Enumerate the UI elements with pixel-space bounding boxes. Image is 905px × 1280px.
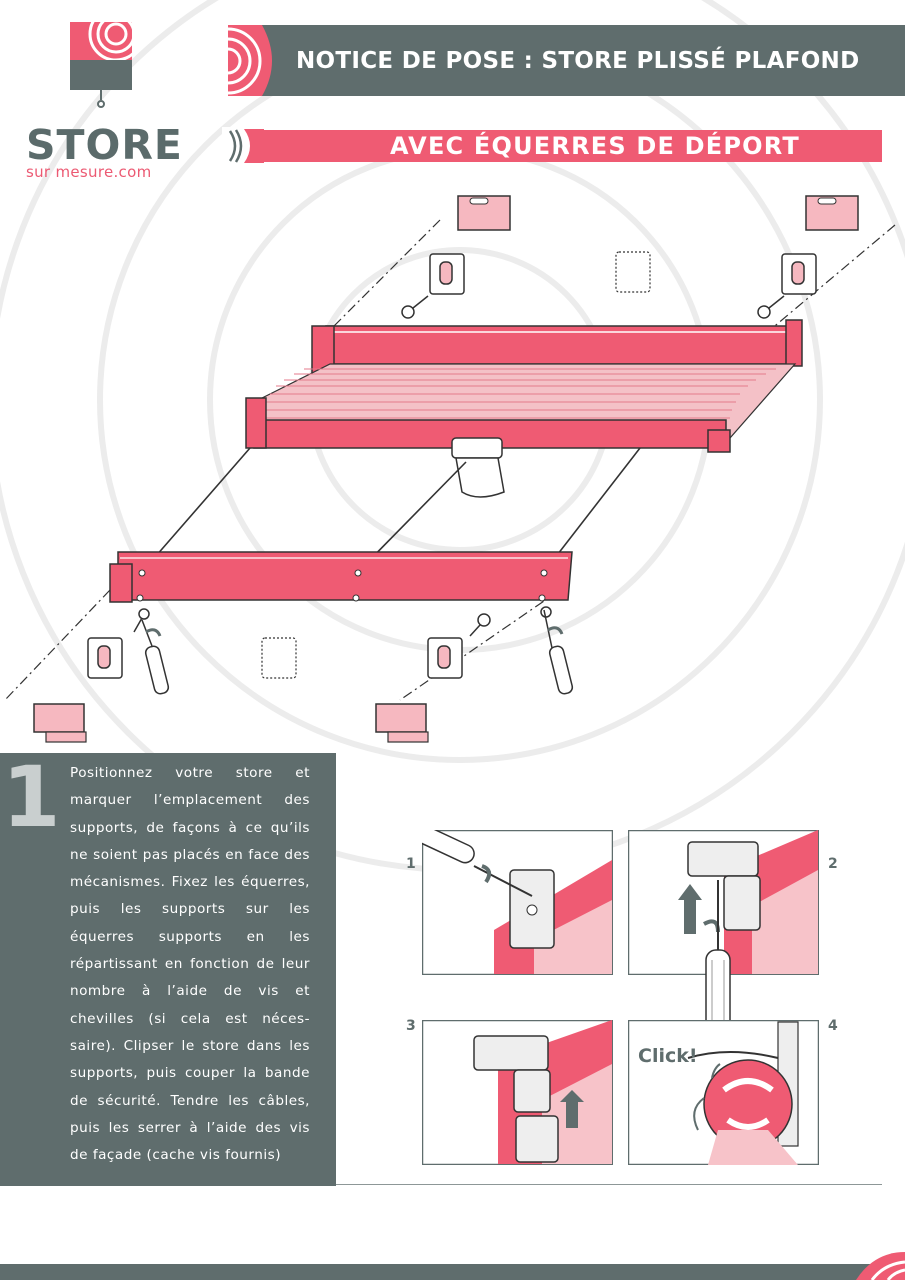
handle-icon [451, 437, 505, 498]
step-instructions: Positionnez votre store et marquer l’emp… [70, 765, 310, 1164]
click-label: Click! [638, 1045, 698, 1067]
support-clip-icon [429, 253, 817, 295]
screw-icon [133, 606, 552, 637]
page-subtitle: AVEC ÉQUERRES DE DÉPORT [390, 132, 800, 160]
detail-label-3: 3 [406, 1018, 416, 1034]
footer-rings-icon [856, 1252, 905, 1280]
logo-mark-icon [70, 22, 132, 108]
logo-subtitle: sur mesure.com [26, 163, 152, 181]
bracket-icon [33, 703, 87, 743]
screwdriver-icon [705, 880, 731, 1035]
bottom-rail [109, 551, 573, 603]
page-title: NOTICE DE POSE : STORE PLISSÉ PLAFOND [296, 48, 860, 74]
support-clip-dashed-icon [615, 251, 651, 293]
title-bar-rings-icon [228, 25, 282, 96]
detail-box-2 [628, 830, 819, 975]
subtitle-rings-icon [222, 127, 264, 165]
detail-label-1: 1 [406, 856, 416, 872]
headrail-top [311, 319, 803, 377]
support-clip-icon [87, 637, 463, 679]
screw-icon [401, 295, 785, 319]
footer-bar [0, 1264, 905, 1280]
title-bar [228, 25, 905, 96]
step-number: 1 [2, 748, 61, 846]
detail-label-2: 2 [828, 856, 838, 872]
subtitle-bar [232, 130, 882, 162]
bracket-icon [457, 195, 511, 231]
screwdriver-icon [141, 609, 574, 695]
logo-brand: STORE [26, 121, 183, 169]
divider-line [336, 1184, 882, 1185]
bracket-icon [375, 703, 429, 743]
detail-box-3 [422, 1020, 613, 1165]
support-clip-dashed-icon [261, 637, 297, 679]
detail-box-4 [628, 1020, 819, 1165]
up-arrow-icon [560, 1090, 584, 1128]
bracket-icon [805, 195, 859, 231]
store-exploded-illustration [4, 195, 896, 743]
detail-box-1 [422, 830, 613, 975]
rotate-arrow-icon [145, 626, 564, 637]
step-panel [0, 753, 336, 1186]
up-arrow-icon [678, 884, 702, 934]
detail-label-4: 4 [828, 1018, 838, 1034]
screwdriver-icon [422, 830, 533, 897]
